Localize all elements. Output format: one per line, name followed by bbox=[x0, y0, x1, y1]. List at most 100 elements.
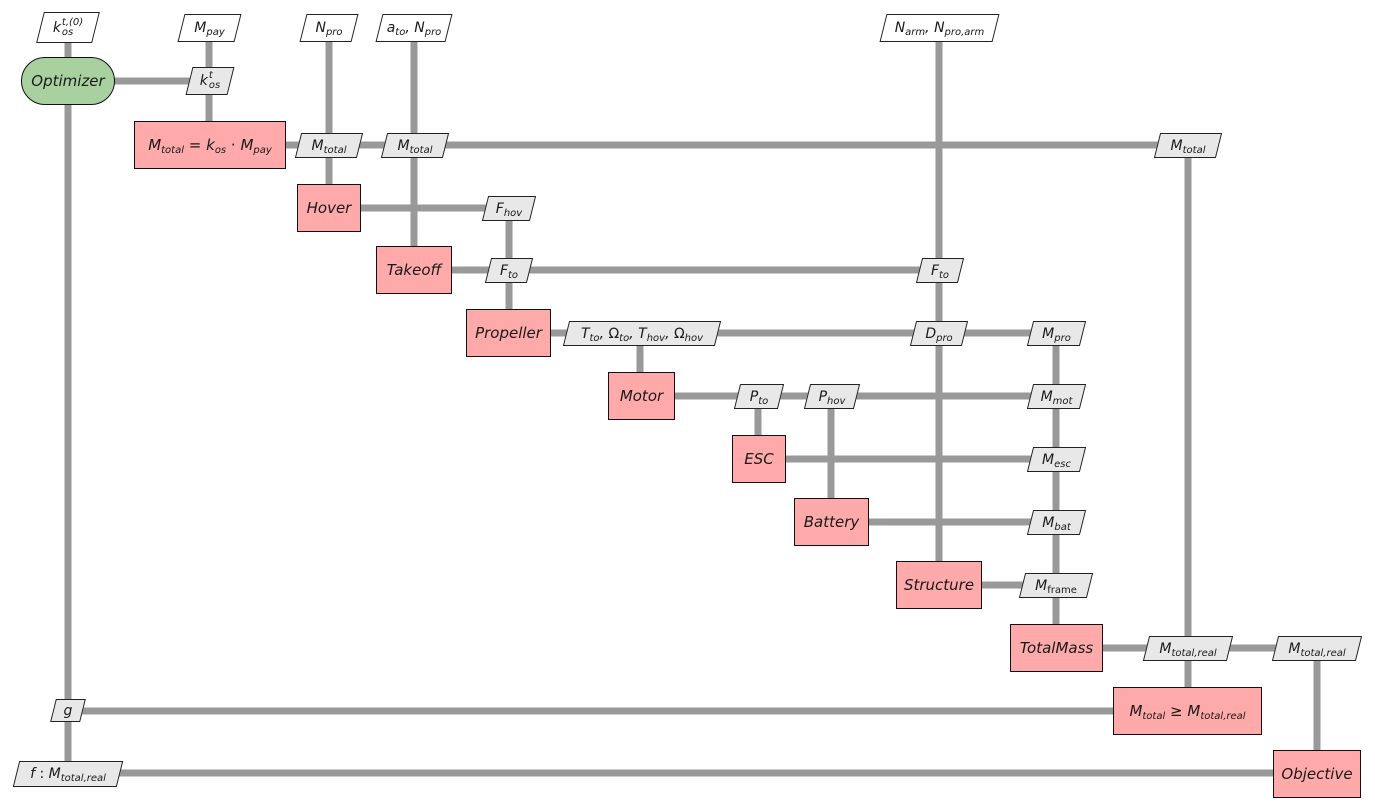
component-structure[interactable]: Structure bbox=[896, 561, 982, 609]
data-fto-propeller-label: Fto bbox=[500, 263, 518, 281]
subscript: pro,arm bbox=[944, 27, 985, 38]
data-thrust-omega-label: Tto, Ωto, Thov, Ωhov bbox=[581, 325, 703, 344]
subscript: to bbox=[619, 332, 630, 344]
data-phov: Phov bbox=[803, 384, 861, 409]
symbol: P bbox=[749, 388, 759, 405]
component-constraint-label: Mtotal ≥ Mtotal,real bbox=[1129, 702, 1246, 722]
data-mframe: Mframe bbox=[1018, 573, 1094, 598]
component-takeoff[interactable]: Takeoff bbox=[376, 246, 452, 294]
component-structure-label: Structure bbox=[903, 576, 975, 594]
subscript: pro bbox=[325, 27, 343, 38]
component-propeller-label: Propeller bbox=[475, 324, 542, 342]
optimizer-node[interactable]: Optimizer bbox=[21, 57, 115, 105]
subscript: hov bbox=[827, 395, 846, 407]
data-mesc: Mesc bbox=[1026, 447, 1087, 472]
data-mbat-label: Mbat bbox=[1042, 515, 1071, 533]
symbol: M bbox=[1042, 325, 1055, 342]
data-dpro-label: Dpro bbox=[925, 325, 953, 344]
data-thrust-omega: Tto, Ωto, Thov, Ωhov bbox=[562, 321, 722, 346]
data-mpro-label: Mpro bbox=[1042, 325, 1071, 344]
data-f: f : Mtotal,real bbox=[12, 761, 124, 787]
data-mtotalreal-objective-label: Mtotal,real bbox=[1288, 641, 1346, 659]
subscript: mot bbox=[1052, 395, 1073, 407]
input-npro-label: Npro bbox=[315, 20, 343, 38]
data-mtotal-hover-label: Mtotal bbox=[312, 138, 347, 156]
subscript: total bbox=[323, 144, 347, 156]
superscript: t bbox=[208, 70, 213, 81]
symbol: T bbox=[638, 325, 647, 342]
symbol: D bbox=[925, 325, 937, 342]
data-mmot-label: Mmot bbox=[1041, 389, 1073, 407]
symbol: Ω bbox=[673, 325, 685, 342]
separator: , bbox=[665, 325, 674, 342]
subscript: total,real bbox=[1300, 647, 1346, 659]
subscript: esc bbox=[1054, 458, 1071, 470]
subscript: total,real bbox=[60, 773, 106, 784]
symbol: k bbox=[199, 73, 208, 89]
data-mtotal-takeoff-label: Mtotal bbox=[397, 137, 433, 156]
data-mtotalreal-objective: Mtotal,real bbox=[1271, 636, 1363, 661]
subscript: bat bbox=[1054, 521, 1071, 533]
subscript: total,real bbox=[1200, 711, 1246, 722]
separator: , bbox=[629, 325, 639, 342]
data-mtotal-right: Mtotal bbox=[1153, 133, 1223, 158]
subscript: to bbox=[939, 269, 950, 281]
data-fto-propeller: Fto bbox=[484, 258, 534, 283]
component-hover[interactable]: Hover bbox=[297, 184, 361, 232]
data-mtotalreal-constraint-label: Mtotal,real bbox=[1159, 641, 1216, 659]
data-fto-structure-label: Fto bbox=[930, 262, 950, 281]
component-objective[interactable]: Objective bbox=[1273, 750, 1361, 798]
symbol: N bbox=[315, 20, 326, 36]
operator: = bbox=[184, 136, 207, 154]
data-g: g bbox=[50, 699, 86, 722]
data-f-label: f : Mtotal,real bbox=[30, 766, 106, 784]
component-hover-label: Hover bbox=[306, 199, 352, 217]
symbol: M bbox=[1170, 137, 1183, 154]
subscript: os bbox=[208, 80, 221, 91]
symbol: M bbox=[48, 766, 61, 782]
data-mmot: Mmot bbox=[1026, 384, 1087, 409]
symbol: N bbox=[414, 20, 425, 36]
subscript: to bbox=[395, 27, 406, 38]
component-totalmass[interactable]: TotalMass bbox=[1010, 624, 1103, 672]
data-mtotal-takeoff: Mtotal bbox=[380, 133, 450, 158]
subscript: pay bbox=[253, 145, 272, 156]
component-motor[interactable]: Motor bbox=[608, 372, 675, 420]
input-narm-label: Narm, Npro,arm bbox=[894, 20, 985, 38]
data-fto-structure: Fto bbox=[915, 258, 965, 283]
symbol: M bbox=[1187, 702, 1201, 720]
operator: ≥ bbox=[1165, 702, 1188, 720]
component-esc[interactable]: ESC bbox=[732, 435, 786, 483]
symbol: N bbox=[894, 20, 906, 36]
component-total-mass-guess[interactable]: Mtotal = kos · Mpay bbox=[134, 121, 286, 169]
symbol: M bbox=[1042, 451, 1055, 468]
subscript: to bbox=[589, 332, 600, 344]
input-ato-npro: ato, Npro bbox=[375, 14, 453, 42]
symbol: M bbox=[240, 136, 254, 154]
symbol: a bbox=[386, 20, 396, 36]
data-fhov-label: Fhov bbox=[495, 200, 523, 219]
subscript: total bbox=[409, 144, 433, 156]
superscript: t,(0) bbox=[61, 16, 84, 28]
component-battery[interactable]: Battery bbox=[794, 498, 869, 546]
component-constraint[interactable]: Mtotal ≥ Mtotal,real bbox=[1113, 687, 1262, 735]
subscript: total bbox=[161, 145, 185, 156]
subscript: hov bbox=[503, 207, 523, 219]
symbol: F bbox=[930, 262, 939, 279]
subscript: pro bbox=[424, 27, 442, 38]
subscript: os bbox=[61, 26, 74, 38]
data-mtotal-hover: Mtotal bbox=[294, 133, 364, 158]
component-propeller[interactable]: Propeller bbox=[466, 309, 551, 357]
symbol: F bbox=[495, 200, 504, 217]
symbol: M bbox=[1035, 577, 1048, 594]
symbol: M bbox=[397, 137, 410, 154]
symbol: M bbox=[148, 136, 162, 154]
subscript: pro bbox=[936, 332, 953, 344]
subscript: frame bbox=[1047, 584, 1077, 596]
symbol: M bbox=[1129, 702, 1143, 720]
